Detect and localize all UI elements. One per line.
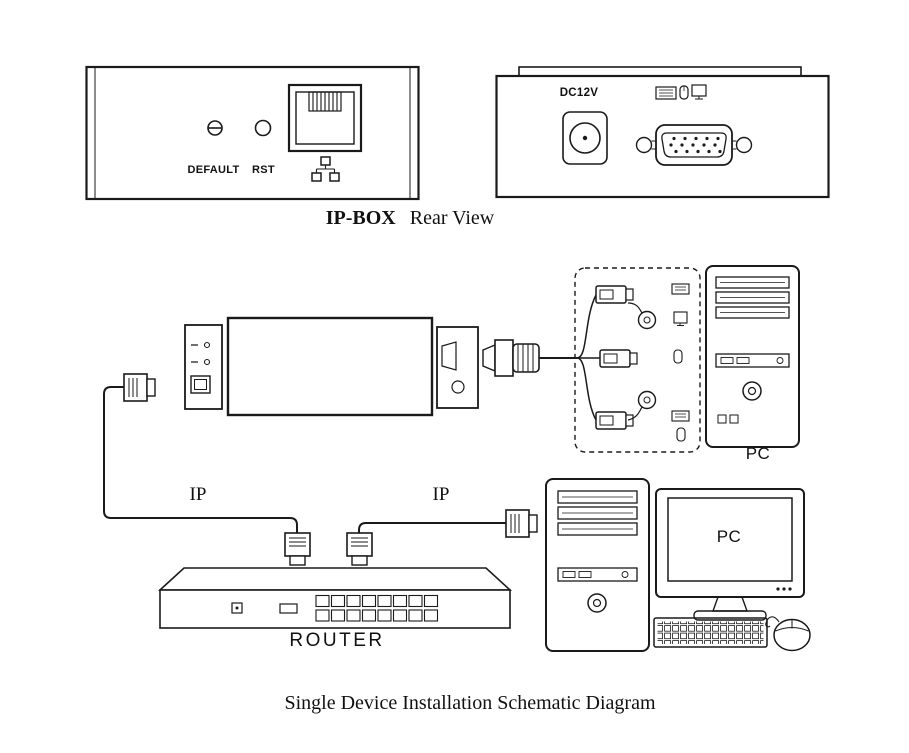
power-jack (562, 111, 608, 165)
kvm-cables (576, 283, 690, 442)
keyboard-mini-icon-top (671, 283, 690, 295)
ethernet-icon (311, 156, 340, 182)
device-top-lip (518, 66, 802, 77)
rear-view-caption-subtitle: Rear View (409, 207, 495, 229)
monitor-icon (691, 84, 707, 100)
kvm-cable-group-box (574, 267, 701, 453)
monitor-mini-icon (673, 311, 688, 326)
ipbox-rear-right-drawing (495, 66, 830, 199)
pc-mouse (765, 616, 811, 652)
ps2-plug-bottom (627, 390, 657, 421)
device-outline (495, 74, 830, 199)
pc-tower-top (705, 265, 800, 448)
installation-schematic (80, 250, 825, 665)
rst-label: RST (252, 164, 275, 176)
usb-plug-top (595, 285, 634, 304)
rj45-plug-right (505, 509, 538, 538)
diagram-caption: Single Device Installation Schematic Dia… (284, 692, 656, 714)
ipbox-rear-right-panel (495, 65, 835, 205)
ip-label-right: IP (432, 484, 450, 505)
default-screw-icon (207, 120, 223, 136)
ipbox-rear-left-panel (85, 65, 420, 205)
dc12v-label: DC12V (559, 87, 599, 99)
rj45-plug-router-right (346, 532, 373, 566)
mouse-mini-icon-middle (673, 349, 683, 364)
router-device (157, 567, 513, 629)
keyboard-mini-icon-bottom (671, 410, 690, 422)
mouse-mini-icon-bottom (676, 427, 686, 442)
default-label: DEFAULT (187, 164, 240, 176)
rj45-plug-router-left (284, 532, 311, 566)
rj45-plug-left (123, 373, 156, 402)
pc-tower-bottom (545, 478, 650, 652)
ipbox-device (184, 316, 479, 417)
usb-plug-bottom (595, 411, 634, 430)
pc-monitor (655, 488, 805, 621)
rear-view-caption: IP-BOX Rear View (280, 207, 540, 230)
ip-cable-left (103, 386, 298, 533)
vga-cable-plug (482, 339, 577, 377)
router-label: ROUTER (289, 630, 385, 651)
pc-keyboard (653, 617, 768, 648)
pc-tower-label: PC (745, 444, 771, 463)
vga-connector (635, 124, 753, 166)
rj45-port (287, 83, 363, 153)
rst-button-icon (254, 119, 272, 137)
router-ports (315, 594, 439, 622)
installation-schematic-drawing (103, 265, 811, 652)
usb-plug-middle (599, 349, 638, 368)
ip-cable-right (358, 522, 506, 533)
device-outline (85, 65, 420, 201)
ps2-plug-top (627, 302, 657, 330)
pc-monitor-label: PC (716, 527, 742, 546)
ip-label-left: IP (189, 484, 207, 505)
rear-view-caption-title: IP-BOX (325, 207, 396, 229)
ipbox-rear-left-drawing (85, 65, 420, 201)
keyboard-icon (655, 86, 677, 100)
mouse-icon (679, 85, 689, 100)
